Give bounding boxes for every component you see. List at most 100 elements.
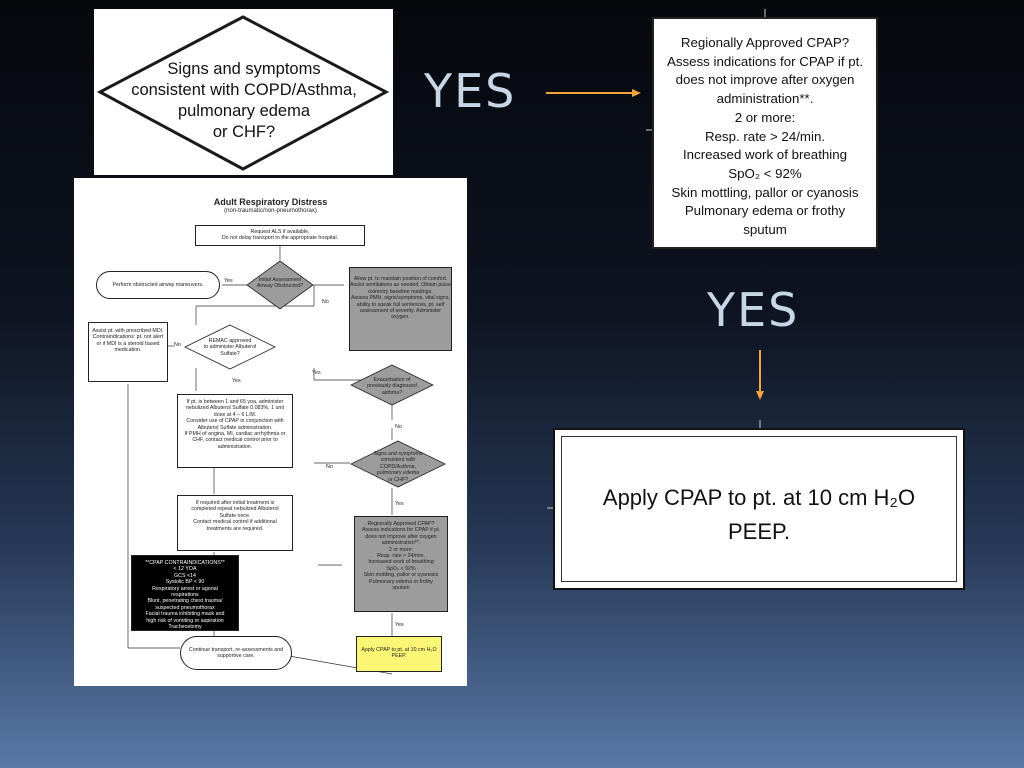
thumb-line: Respiratory arrest or agonal xyxy=(152,585,218,592)
thumb-remac-text: REMAC approved to administer Albuterol S… xyxy=(202,338,258,357)
thumb-line: GCS <14 xyxy=(174,572,196,579)
thumb-line: Resp. rate > 24/min. xyxy=(377,553,425,560)
apply-cpap-text: Apply CPAP to pt. at 10 cm H₂O PEEP. xyxy=(562,481,956,549)
thumb-line: **CPAP CONTRAINDICATIONS** xyxy=(145,560,225,566)
thumb-title: Adult Respiratory Distress xyxy=(213,197,328,207)
thumb-line: treatments are required. xyxy=(206,525,264,532)
criteria-line: SpO₂ < 92% xyxy=(728,165,802,181)
thumb-line: Pulmonary edema or frothy xyxy=(369,578,433,585)
yes-label-top: YES xyxy=(424,64,517,118)
apply-line: PEEP. xyxy=(728,519,790,544)
thumb-line: sputum xyxy=(392,585,410,592)
thumb-line: Sulfate once. xyxy=(219,512,251,519)
thumb-line: or if MDI is a steroid based xyxy=(96,340,160,347)
thumb-line: Systolic BP < 90 xyxy=(165,579,205,586)
thumb-no: No xyxy=(326,464,333,470)
criteria-line: sputum xyxy=(743,222,787,238)
thumb-line: Assist ventilations as needed. Obtain pu… xyxy=(350,282,451,289)
diamond-line: consistent with COPD/Asthma, xyxy=(131,81,357,99)
criteria-line: Regionally Approved CPAP? xyxy=(680,35,850,50)
thumb-repeat-box: If required after initial treatment is c… xyxy=(177,495,293,551)
thumb-line: Blunt, penetrating chest trauma/ xyxy=(147,598,223,605)
thumb-airway-diamond xyxy=(246,260,314,310)
thumb-line: REMAC approved xyxy=(208,338,252,344)
flowchart-thumbnail: Adult Respiratory Distress (non-traumati… xyxy=(74,178,467,686)
diamond-line: pulmonary edema xyxy=(177,102,311,120)
criteria-line: 2 or more: xyxy=(734,109,796,125)
thumb-contraindications-box: **CPAP CONTRAINDICATIONS** < 12 YOA GCS … xyxy=(131,555,239,631)
thumb-yes: Yes xyxy=(232,378,241,384)
thumb-line: respirations xyxy=(171,592,199,599)
thumb-subtitle: (non-traumatic/non-pneumothorax) xyxy=(224,208,317,214)
thumb-apply-box: Apply CPAP to pt. at 10 cm H₂O PEEP. xyxy=(356,636,442,672)
thumb-line: Assess indications for CPAP if pt. xyxy=(361,527,441,534)
criteria-line: Skin mottling, pallor or cyanosis xyxy=(671,184,859,200)
thumb-line: Signs and symptoms xyxy=(373,451,423,457)
thumb-line: suspected pneumothorax xyxy=(155,604,215,611)
thumb-line: Request ALS if available. xyxy=(250,229,310,235)
thumb-line: Assist pt. with prescribed MDI. xyxy=(92,328,164,334)
thumb-line: PEEP. xyxy=(391,653,407,660)
thumb-yes: Yes xyxy=(395,501,404,507)
thumb-line: oxygen. xyxy=(391,314,410,321)
thumb-remac-diamond xyxy=(184,324,276,370)
thumb-line: to administer Albuterol xyxy=(203,344,257,351)
decision-diamond-panel: Signs and symptoms consistent with COPD/… xyxy=(94,9,393,175)
apply-line: Apply CPAP to pt. at 10 cm H₂O xyxy=(602,485,916,510)
thumb-allow-box: Allow pt. to maintain position of comfor… xyxy=(349,267,452,351)
thumb-yes: Yes xyxy=(312,370,321,376)
thumb-line: Assess PMH, signs/symptoms, vital signs, xyxy=(351,295,450,302)
thumb-line: Allow pt. to maintain position of comfor… xyxy=(353,276,448,282)
thumb-yes: Yes xyxy=(224,278,233,284)
thumb-line: If PMH of angina, MI, cardiac arrhythmia… xyxy=(184,431,286,438)
thumb-line: nebulized Albuterol Sulfate 0.083%, 1 un… xyxy=(185,405,285,412)
thumb-line: oximetry baseline readings. xyxy=(368,288,433,295)
thumb-line: supportive care. xyxy=(217,653,255,660)
thumb-line: asthma? xyxy=(381,389,403,396)
thumb-line: Airway Obstructed? xyxy=(256,283,304,290)
apply-cpap-inner-frame: Apply CPAP to pt. at 10 cm H₂O PEEP. xyxy=(561,436,957,582)
thumb-line: Initial Assessment xyxy=(258,277,302,283)
thumb-exacerbation-text: Exacerbation of previously diagnosed ast… xyxy=(364,377,420,396)
thumb-line: ability to speak full sentences, pt. sel… xyxy=(356,301,445,308)
thumb-line: Tracheostomy xyxy=(168,624,202,631)
thumb-line: Increased work of breathing xyxy=(368,559,434,566)
thumb-line: Do not delay transport to the appropriat… xyxy=(221,235,339,242)
decision-diamond-shape xyxy=(96,15,390,171)
thumb-line: high risk of vomiting or aspiration xyxy=(146,617,224,624)
thumb-line: medication. xyxy=(114,347,142,354)
thumb-exacerbation-diamond xyxy=(350,364,434,406)
criteria-line: Assess indications for CPAP if pt. xyxy=(666,53,864,69)
thumb-line: Exacerbation of xyxy=(373,377,411,383)
thumb-line: < 12 YOA xyxy=(173,566,197,573)
thumb-line: or CHF? xyxy=(387,476,408,483)
thumb-signs-diamond xyxy=(350,440,446,488)
thumb-line: Contraindications: pt. not alert xyxy=(92,334,164,341)
thumb-line: 2 or more: xyxy=(388,546,414,553)
thumb-line: Facial trauma inhibiting mask and xyxy=(145,611,225,618)
thumb-line: Continue transport, re-assessments and xyxy=(188,647,284,653)
thumb-signs-text: Signs and symptoms consistent with COPD/… xyxy=(364,451,432,483)
thumb-line: If required after initial treatment is xyxy=(195,500,275,506)
criteria-line: administration**. xyxy=(716,91,814,107)
thumb-line: does not improve after oxygen xyxy=(365,533,437,540)
thumb-yes: Yes xyxy=(395,622,404,628)
thumb-line: administration. xyxy=(217,443,253,450)
criteria-line: Increased work of breathing xyxy=(682,147,848,163)
thumb-line: Regionally Approved CPAP? xyxy=(367,521,435,527)
thumb-regional-box: Regionally Approved CPAP? Assess indicat… xyxy=(354,516,448,612)
thumb-line: previously diagnosed xyxy=(367,383,417,390)
thumb-line: Contact medical control if additional xyxy=(193,519,277,526)
thumb-line: Skin mottling, pallor or cyanosis xyxy=(363,572,439,579)
thumb-line: assessment of severity. Administer xyxy=(359,308,442,315)
thumb-line: Apply CPAP to pt. at 10 cm H₂O xyxy=(361,647,437,653)
thumb-continue-box: Continue transport, re-assessments and s… xyxy=(180,636,292,670)
arrow-right xyxy=(546,89,641,97)
thumb-albuterol-box: If pt. is between 1 and 65 yoa, administ… xyxy=(177,394,293,468)
thumb-line: dose at 4 – 6 L/M. xyxy=(213,411,257,418)
thumb-line: If pt. is between 1 and 65 yoa, administ… xyxy=(186,399,284,405)
thumb-mdi-box: Assist pt. with prescribed MDI. Contrain… xyxy=(88,322,168,382)
thumb-airway-text: Initial Assessment Airway Obstructed? xyxy=(252,277,308,290)
thumb-line: completed repeat nebulized Albuterol xyxy=(191,506,279,513)
